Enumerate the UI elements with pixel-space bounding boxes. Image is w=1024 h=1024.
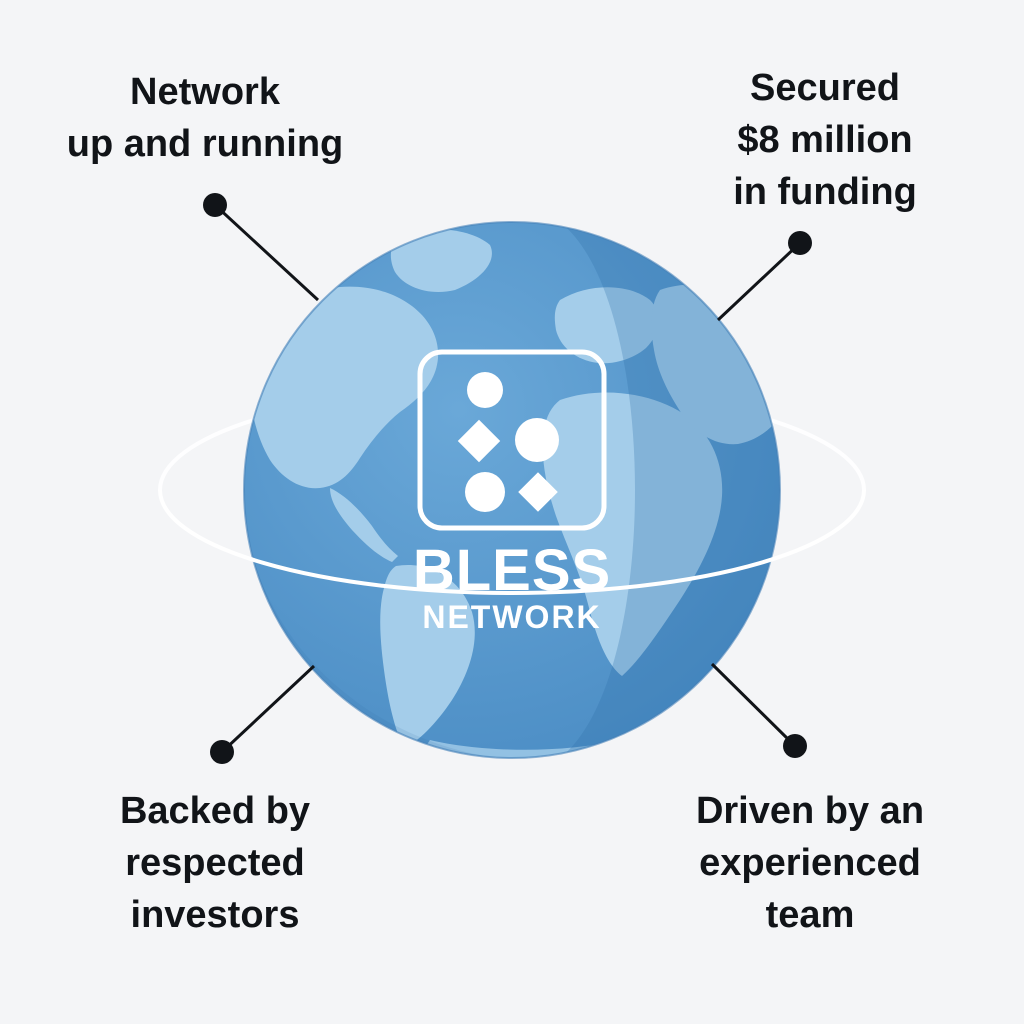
logo-subtitle: NETWORK: [422, 599, 601, 635]
callout-investors: Backed by respected investors: [60, 785, 370, 941]
callout-line: Driven by an: [695, 790, 925, 832]
continent-south-america: [380, 564, 475, 748]
callout-line: in funding: [733, 171, 917, 213]
connector-top-right: [716, 231, 812, 322]
callout-line: $8 million: [737, 119, 913, 161]
callout-line: experienced: [699, 842, 921, 884]
callout-team: Driven by an experienced team: [660, 785, 960, 941]
continent-europe: [554, 287, 659, 364]
continent-africa: [542, 392, 723, 676]
callout-line: Network: [130, 71, 280, 113]
callout-line: up and running: [66, 123, 344, 165]
globe: [243, 221, 781, 759]
callout-network-running: Network up and running: [40, 66, 370, 170]
callout-line: investors: [130, 894, 300, 936]
callout-line: Backed by: [119, 790, 311, 832]
connector-top-left: [203, 193, 320, 302]
continent-central-america: [330, 488, 398, 562]
callout-line: respected: [125, 842, 305, 884]
continent-antarctica-edge: [410, 740, 640, 758]
orbit-ring-front: [158, 489, 866, 595]
logo-name: BLESS: [413, 538, 611, 603]
continent-greenland: [390, 229, 492, 292]
callout-line: Secured: [750, 67, 900, 109]
connector-bottom-right: [710, 662, 807, 758]
connector-bottom-left: [210, 664, 316, 764]
bless-network-logo-icon: [417, 349, 607, 531]
callout-funding: Secured $8 million in funding: [690, 62, 960, 218]
globe-shadow: [560, 222, 780, 758]
continent-north-america: [250, 286, 439, 489]
callout-line: team: [765, 894, 855, 936]
